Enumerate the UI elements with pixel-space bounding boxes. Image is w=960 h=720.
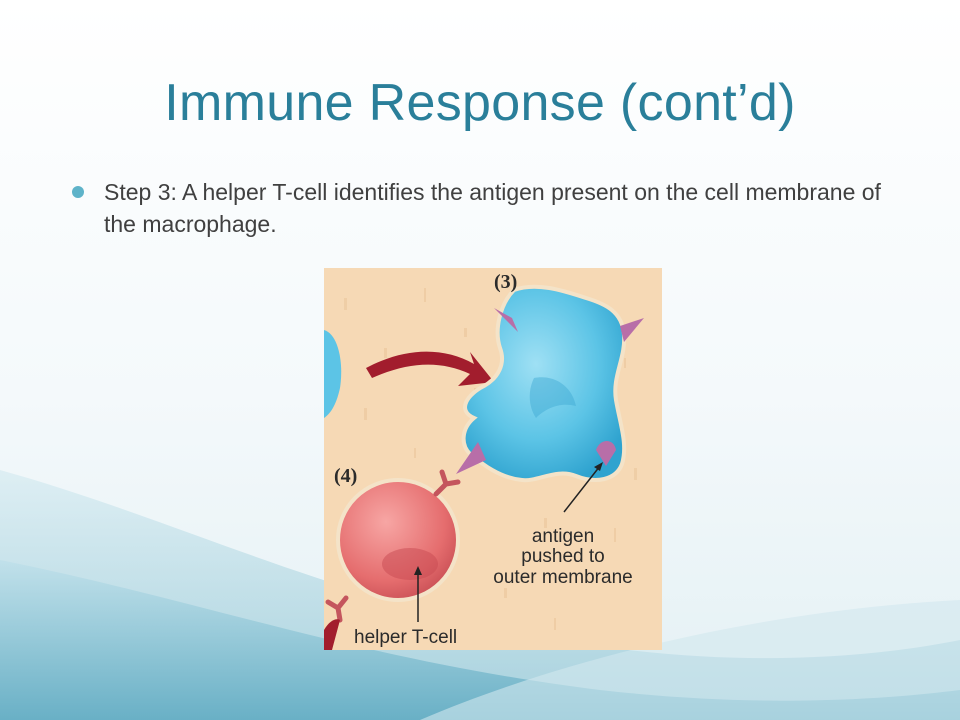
- helper-t-cell: [336, 478, 460, 602]
- step-3-label: (3): [494, 271, 517, 293]
- helper-pointer-head: [414, 566, 422, 575]
- previous-macrophage: [324, 330, 342, 418]
- t-cell-receptor: [325, 469, 461, 623]
- antigen-label-line-3: outer membrane: [493, 567, 632, 588]
- step-4-label: (4): [334, 465, 357, 487]
- bullet-icon: [72, 186, 84, 198]
- slide-title: Immune Response (cont’d): [164, 74, 796, 132]
- antigen-spike: [456, 442, 486, 474]
- helper-t-cell-label: helper T-cell: [354, 627, 457, 648]
- antigen-spike: [596, 441, 616, 466]
- antigen-pointer-line: [563, 465, 601, 513]
- immune-response-illustration: (3) (4) antigen pushed to outer membrane…: [324, 268, 662, 650]
- partial-arrow: [324, 619, 340, 650]
- antigen-pointer-head: [594, 462, 603, 471]
- antigen-spike: [494, 308, 518, 332]
- antigen-spike: [620, 318, 644, 342]
- antigen-label-line-1: antigen: [532, 526, 594, 547]
- t-cell-nucleus: [382, 548, 438, 580]
- antigen-label-line-2: pushed to: [521, 546, 604, 567]
- bullet-text: Step 3: A helper T-cell identifies the a…: [104, 179, 881, 237]
- macrophage-shading: [529, 377, 576, 418]
- step-arrow: [366, 351, 494, 386]
